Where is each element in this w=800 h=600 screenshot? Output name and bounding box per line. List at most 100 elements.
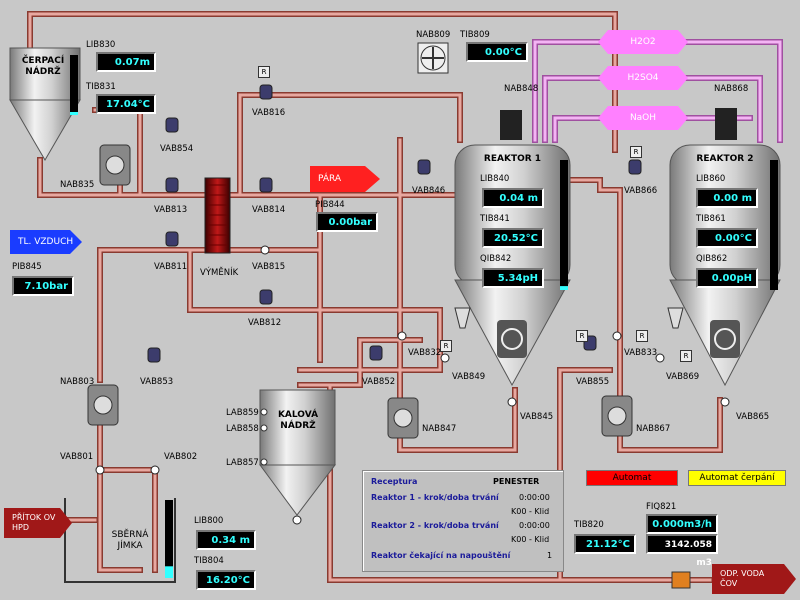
tib820-tag: TIB820 [574, 520, 604, 530]
funnel-reaktor1 [454, 307, 471, 329]
fiq821-total-readout: 3142.058 m3 [646, 534, 718, 568]
fiq821-rate-readout: 0.000m3/h [646, 514, 718, 534]
tib841-readout: 20.52°C [482, 228, 544, 248]
reaktor2-step-label: Reaktor 2 - krok/doba trvání [371, 521, 499, 530]
tl-vzduch-air-arrow: TL. VZDUCH [10, 230, 82, 254]
pump-nab803[interactable] [87, 384, 119, 426]
qib842-readout: 5.34pH [482, 268, 544, 288]
vab812-label: VAB812 [248, 318, 282, 328]
h2o2-label: H2O2 [630, 37, 656, 47]
nab847-label: NAB847 [422, 424, 457, 434]
vymenik-label: VÝMĚNÍK [200, 268, 239, 278]
naoh-label: NaOH [629, 113, 657, 123]
r-indicator: R [440, 340, 452, 352]
vab832-label: VAB832 [408, 348, 442, 358]
tib804-tag: TIB804 [194, 556, 224, 566]
vab816-label: VAB816 [252, 108, 286, 118]
vab833-label: VAB833 [624, 348, 658, 358]
vab802-label: VAB802 [164, 452, 198, 462]
sberna-jimka-label: SBĚRNÁ JÍMKA [111, 530, 149, 551]
lib830-tag: LIB830 [86, 40, 116, 50]
odp-voda-outlet-arrow: ODP. VODA ČOV [712, 564, 796, 594]
automat-status[interactable]: Automat [586, 470, 678, 486]
recipe-panel: Receptura PENESTER Reaktor 1 - krok/doba… [362, 470, 564, 572]
tib804-readout: 16.20°C [196, 570, 256, 590]
lib800-tag: LIB800 [194, 516, 224, 526]
fiq821-tag: FIQ821 [646, 502, 677, 512]
reaktor-1-tank [454, 110, 571, 387]
r-indicator: R [576, 330, 588, 342]
vab801-label: VAB801 [60, 452, 94, 462]
tib831-tag: TIB831 [86, 82, 116, 92]
para-steam-arrow: PÁRA [310, 166, 380, 192]
nab835-label: NAB835 [60, 180, 95, 190]
vab854-label: VAB854 [160, 144, 194, 154]
vab849-label: VAB849 [452, 372, 486, 382]
pump-nab835[interactable] [99, 144, 131, 186]
flowmeter-fiq821 [671, 571, 691, 589]
kalova-nadrz-label: KALOVÁ NÁDRŽ [277, 410, 319, 431]
vab845-label: VAB845 [520, 412, 554, 422]
tib861-tag: TIB861 [696, 214, 726, 224]
nab868-label: NAB868 [714, 84, 749, 94]
lib840-tag: LIB840 [480, 174, 510, 184]
waiting-reactor-value: 1 [547, 551, 553, 560]
lab858-label: LAB858 [226, 424, 259, 434]
h2so4-label: H2SO4 [627, 73, 659, 83]
pib845-tag: PIB845 [12, 262, 42, 272]
qib862-readout: 0.00pH [696, 268, 758, 288]
tib809-tag: TIB809 [460, 30, 490, 40]
funnel-reaktor2 [667, 307, 684, 329]
vab814-label: VAB814 [252, 205, 286, 215]
lib860-tag: LIB860 [696, 174, 726, 184]
reaktor-2-label: REAKTOR 2 [696, 154, 754, 164]
vab866-label: VAB866 [624, 186, 658, 196]
vzduch-label: TL. VZDUCH [18, 237, 74, 247]
nab867-label: NAB867 [636, 424, 671, 434]
reaktor-1-label: REAKTOR 1 [483, 154, 542, 164]
vymenik-heat-exchanger [204, 177, 231, 254]
pump-nab867[interactable] [601, 395, 633, 437]
r-indicator: R [258, 66, 270, 78]
reaktor1-time: 0:00:00 [519, 493, 550, 502]
lib830-readout: 0.07m [96, 52, 156, 72]
automat-cerpani-status[interactable]: Automat čerpání [688, 470, 786, 486]
cerpaci-nadrz-tank [9, 47, 81, 161]
sberna-jimka-pit [64, 498, 176, 583]
vab846-label: VAB846 [412, 186, 446, 196]
reaktor2-step: K00 - Klid [511, 535, 550, 544]
vab853-label: VAB853 [140, 377, 174, 387]
lib840-readout: 0.04 m [482, 188, 544, 208]
qib862-tag: QIB862 [696, 254, 728, 264]
tib861-readout: 0.00°C [696, 228, 758, 248]
waiting-reactor-label: Reaktor čekající na napouštění [371, 551, 511, 560]
lib860-readout: 0.00 m [696, 188, 758, 208]
recipe-name: PENESTER [493, 477, 540, 486]
tib820-readout: 21.12°C [574, 534, 636, 554]
tib841-tag: TIB841 [480, 214, 510, 224]
fan-nab809[interactable] [417, 42, 449, 74]
pump-nab847[interactable] [387, 397, 419, 439]
pritok-label: PŘÍTOK OV HPD [12, 513, 56, 532]
vab815-label: VAB815 [252, 262, 286, 272]
lib800-readout: 0.34 m [196, 530, 256, 550]
tib809-readout: 0.00°C [466, 42, 528, 62]
valves[interactable] [147, 84, 642, 363]
qib842-tag: QIB842 [480, 254, 512, 264]
kalova-nadrz-tank [259, 389, 337, 516]
lab857-label: LAB857 [226, 458, 259, 468]
h2so4-flow: H2SO4 [598, 66, 688, 90]
pib844-readout: 0.00bar [316, 212, 378, 232]
reaktor1-step: K00 - Klid [511, 507, 550, 516]
r-indicator: R [680, 350, 692, 362]
recipe-title: Receptura [371, 477, 418, 486]
vab869-label: VAB869 [666, 372, 700, 382]
small-valves[interactable] [95, 245, 730, 525]
vab811-label: VAB811 [154, 262, 188, 272]
nab809-label: NAB809 [416, 30, 451, 40]
pib845-readout: 7.10bar [12, 276, 74, 296]
vab865-label: VAB865 [736, 412, 770, 422]
nab803-label: NAB803 [60, 377, 95, 387]
lab859-label: LAB859 [226, 408, 259, 418]
